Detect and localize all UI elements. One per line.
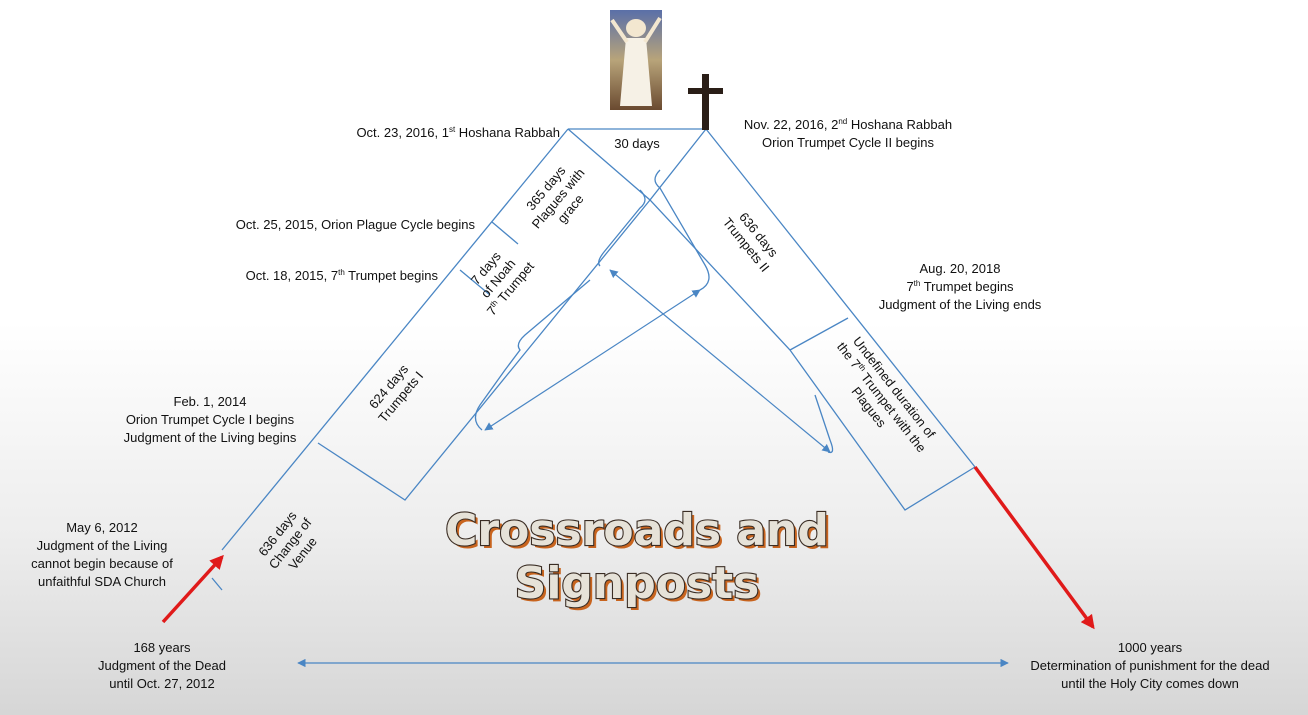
label-trumpet7-2018: 7th Trumpet begins bbox=[906, 279, 1014, 294]
label-7days-group: 7 days of Noah 7th Trumpet bbox=[468, 248, 538, 318]
red-arrow-right bbox=[973, 465, 1095, 630]
label-may2012-d: unfaithful SDA Church bbox=[38, 574, 166, 589]
title-line1-shadow: Crossroads and bbox=[448, 508, 832, 559]
label-1000years: 1000 years bbox=[1118, 640, 1183, 655]
left-outer-line bbox=[221, 128, 569, 551]
title-line1: Crossroads and bbox=[445, 505, 829, 556]
label-365-group: 365 days Plagues with grace bbox=[523, 163, 587, 232]
label-hoshana1: Oct. 23, 2016, 1st Hoshana Rabbah bbox=[356, 125, 560, 140]
label-hoshana2: Nov. 22, 2016, 2nd Hoshana Rabbah bbox=[744, 117, 952, 132]
bracket-365 bbox=[598, 189, 646, 267]
title-line2: Signposts bbox=[515, 558, 760, 609]
bracket-636-right bbox=[654, 169, 710, 291]
start-tick bbox=[211, 577, 223, 591]
red-arrow-left bbox=[161, 554, 224, 624]
label-636-cv-group: 636 days Change of Venue bbox=[255, 508, 320, 573]
label-judgment-ends: Judgment of the Living ends bbox=[879, 297, 1042, 312]
label-judgment-dead: Judgment of the Dead bbox=[98, 658, 226, 673]
label-determination: Determination of punishment for the dead bbox=[1030, 658, 1269, 673]
label-undefined2: the 7th Trumpet with the bbox=[834, 339, 929, 455]
label-may2012: May 6, 2012 bbox=[66, 520, 138, 535]
label-may2012-b: Judgment of the Living bbox=[37, 538, 168, 553]
label-feb2014: Feb. 1, 2014 bbox=[174, 394, 247, 409]
label-168years: 168 years bbox=[133, 640, 191, 655]
right-inner-band bbox=[649, 128, 976, 511]
noah-separator-1 bbox=[491, 221, 519, 245]
bracket-undefined bbox=[814, 394, 834, 454]
title-line2-shadow: Signposts bbox=[518, 561, 763, 612]
label-holy-city: until the Holy City comes down bbox=[1061, 676, 1239, 691]
right-outer-line bbox=[705, 128, 976, 468]
label-30days: 30 days bbox=[614, 136, 660, 151]
label-orion1: Orion Trumpet Cycle I begins bbox=[126, 412, 295, 427]
arrow-trumpets-cross bbox=[484, 289, 701, 431]
label-judgment-begins: Judgment of the Living begins bbox=[124, 430, 297, 445]
label-aug2018: Aug. 20, 2018 bbox=[920, 261, 1001, 276]
left-inner-band bbox=[317, 128, 651, 501]
cross-icon bbox=[688, 74, 723, 130]
label-may2012-c: cannot begin because of bbox=[31, 556, 173, 571]
label-orion2: Orion Trumpet Cycle II begins bbox=[762, 135, 934, 150]
label-plague-cycle: Oct. 25, 2015, Orion Plague Cycle begins bbox=[236, 217, 476, 232]
arrow-plagues-to-end bbox=[609, 269, 831, 453]
title-block: Crossroads and Crossroads and Signposts … bbox=[444, 504, 832, 612]
angel-image bbox=[610, 10, 662, 110]
label-trumpet7-2015: Oct. 18, 2015, 7th Trumpet begins bbox=[246, 268, 439, 283]
label-until-2012: until Oct. 27, 2012 bbox=[109, 676, 215, 691]
label-624-group: 624 days Trumpets I bbox=[366, 361, 427, 425]
